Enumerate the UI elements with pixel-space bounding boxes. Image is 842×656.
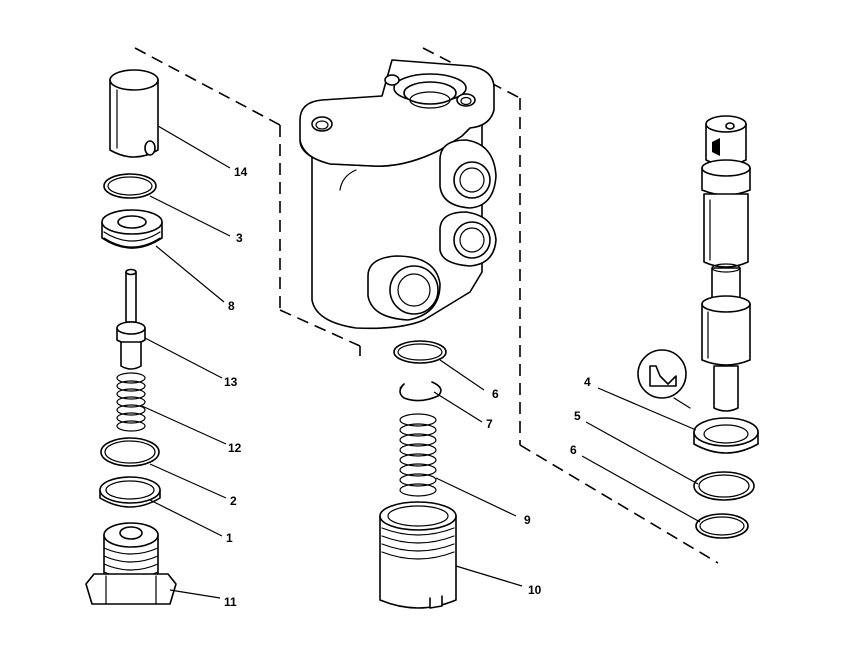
part-14-cap bbox=[109, 69, 159, 158]
callout-6-center: 6 bbox=[492, 387, 499, 401]
part-10-plug bbox=[379, 501, 457, 609]
part-1-backup-ring bbox=[99, 476, 161, 508]
callout-14: 14 bbox=[234, 165, 248, 179]
callout-5: 5 bbox=[574, 409, 581, 423]
seal-detail-callout bbox=[637, 349, 691, 409]
callout-1: 1 bbox=[226, 531, 233, 545]
right-assembly-boundary bbox=[422, 47, 719, 564]
part-8-retainer bbox=[101, 209, 163, 249]
part-9-spring bbox=[399, 413, 437, 497]
callout-4: 4 bbox=[584, 375, 591, 389]
callout-8: 8 bbox=[228, 299, 235, 313]
callout-9: 9 bbox=[524, 513, 531, 527]
part-5-ring bbox=[693, 471, 755, 501]
leader-lines bbox=[141, 125, 701, 599]
callout-13: 13 bbox=[224, 375, 238, 389]
part-3-o-ring bbox=[103, 173, 157, 199]
part-12-spring bbox=[116, 372, 146, 432]
part-6-ring-center bbox=[393, 340, 447, 364]
part-stem bbox=[701, 115, 751, 412]
callout-11: 11 bbox=[224, 595, 237, 609]
callout-12: 12 bbox=[228, 441, 242, 455]
callout-3: 3 bbox=[236, 231, 243, 245]
part-6-ring-right bbox=[695, 513, 749, 539]
part-4-seal bbox=[693, 417, 759, 454]
valve-body bbox=[299, 59, 497, 330]
left-assembly-boundary bbox=[134, 47, 361, 356]
part-2-o-ring bbox=[100, 437, 160, 467]
callout-labels: 14 3 8 13 12 2 1 11 6 7 9 10 4 5 6 bbox=[224, 165, 591, 609]
callout-7: 7 bbox=[486, 417, 493, 431]
part-13-pin bbox=[116, 268, 146, 370]
part-11-plug bbox=[85, 522, 177, 605]
callout-6-right: 6 bbox=[570, 443, 577, 457]
callout-10: 10 bbox=[528, 583, 542, 597]
part-7-snap-ring bbox=[399, 381, 442, 402]
callout-2: 2 bbox=[230, 494, 237, 508]
